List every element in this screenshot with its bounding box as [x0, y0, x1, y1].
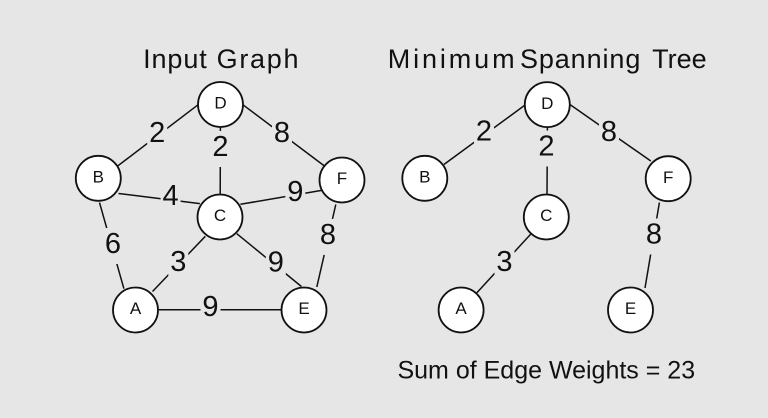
svg-text:A: A [455, 299, 467, 318]
svg-text:A: A [130, 299, 142, 318]
svg-text:9: 9 [287, 176, 303, 208]
svg-text:Minimum: Minimum [388, 44, 518, 74]
svg-text:8: 8 [274, 117, 290, 149]
svg-text:2: 2 [212, 131, 228, 163]
svg-text:9: 9 [202, 291, 218, 323]
svg-text:C: C [540, 206, 552, 225]
svg-text:Tree: Tree [652, 44, 707, 74]
svg-text:B: B [419, 168, 430, 187]
svg-text:B: B [93, 168, 104, 187]
svg-text:F: F [337, 169, 347, 188]
svg-text:9: 9 [268, 246, 284, 278]
svg-text:3: 3 [496, 246, 512, 278]
svg-text:D: D [214, 94, 226, 113]
svg-text:Spanning: Spanning [520, 44, 641, 74]
svg-text:2: 2 [476, 116, 492, 148]
svg-text:E: E [625, 299, 636, 318]
svg-text:F: F [663, 168, 673, 187]
svg-text:8: 8 [320, 219, 336, 251]
svg-text:8: 8 [646, 219, 662, 251]
svg-text:4: 4 [163, 180, 179, 212]
svg-text:C: C [214, 206, 226, 225]
svg-text:E: E [298, 299, 309, 318]
svg-text:8: 8 [601, 116, 617, 148]
svg-text:2: 2 [149, 117, 165, 149]
svg-text:2: 2 [538, 131, 554, 163]
svg-text:Input: Input [143, 44, 208, 74]
svg-text:6: 6 [105, 228, 121, 260]
svg-text:Graph: Graph [217, 44, 301, 74]
svg-text:3: 3 [170, 246, 186, 278]
svg-text:Sum of Edge Weights = 23: Sum of Edge Weights = 23 [397, 356, 695, 384]
svg-text:D: D [541, 94, 553, 113]
